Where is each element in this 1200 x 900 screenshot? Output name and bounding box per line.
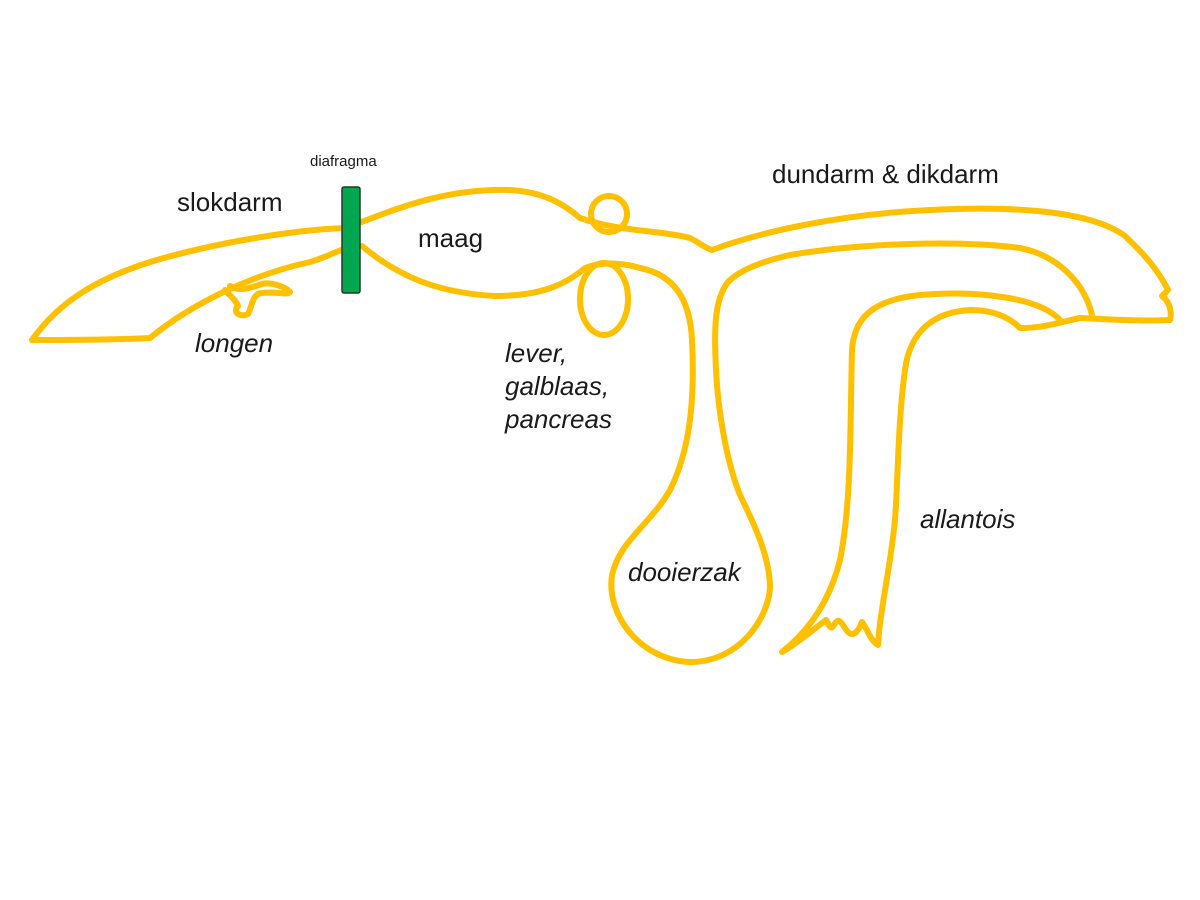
allantois-outer <box>779 290 1083 655</box>
yolk-sac <box>608 240 1095 665</box>
label-dooierzak: dooierzak <box>628 557 741 587</box>
label-allantois: allantois <box>920 504 1016 534</box>
label-slokdarm: slokdarm <box>177 187 283 217</box>
stomach-lower-contour <box>359 243 643 299</box>
lung-bud <box>222 280 293 319</box>
label-longen: longen <box>195 328 274 358</box>
esophagus-lower-contour <box>29 245 351 343</box>
label-maag: maag <box>418 223 484 253</box>
label-lever-galblaas-pancreas: lever, galblaas, pancreas <box>505 338 612 434</box>
liver-bud-oval <box>577 260 631 338</box>
gut-outline-upper <box>29 186 1174 343</box>
label-dundarm-dikdarm: dundarm & dikdarm <box>772 159 999 189</box>
diaphragm-bar <box>341 186 361 294</box>
label-diafragma: diafragma <box>310 153 377 170</box>
upper-bud-circle <box>588 193 630 235</box>
